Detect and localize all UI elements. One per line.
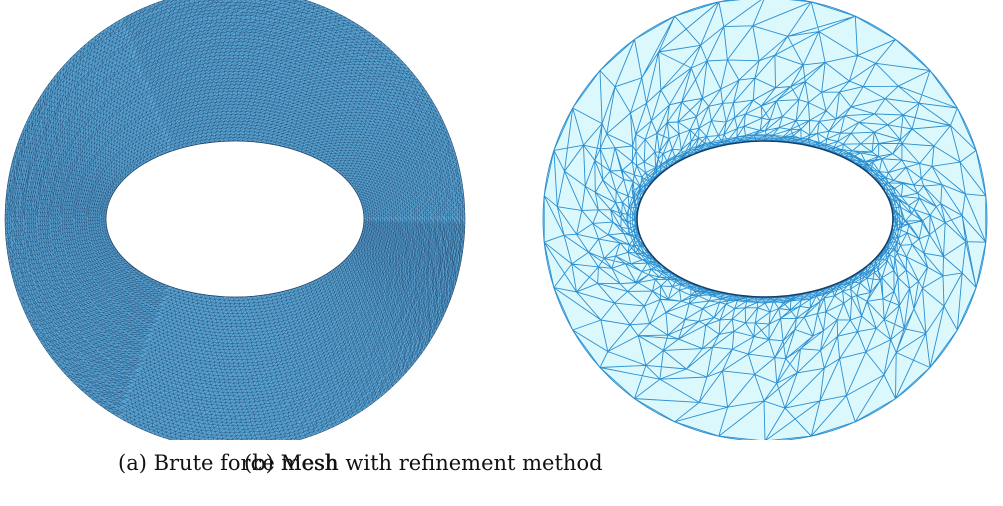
caption-brute-force: (a) Brute force mesh: [118, 451, 339, 475]
mesh-outer-boundary: [542, 0, 988, 440]
mesh-hole-refined: [636, 140, 894, 298]
caption-refined: (b) Mesh with refinement method: [244, 451, 603, 475]
mesh-outer-boundary: [4, 0, 466, 440]
refinement-layers: [627, 135, 903, 303]
mesh-hole: [105, 140, 365, 298]
brute-force-mesh: [4, 0, 466, 440]
panel-refined: [530, 0, 1003, 506]
refined-mesh: [542, 0, 988, 440]
panel-brute-force: [0, 0, 470, 506]
